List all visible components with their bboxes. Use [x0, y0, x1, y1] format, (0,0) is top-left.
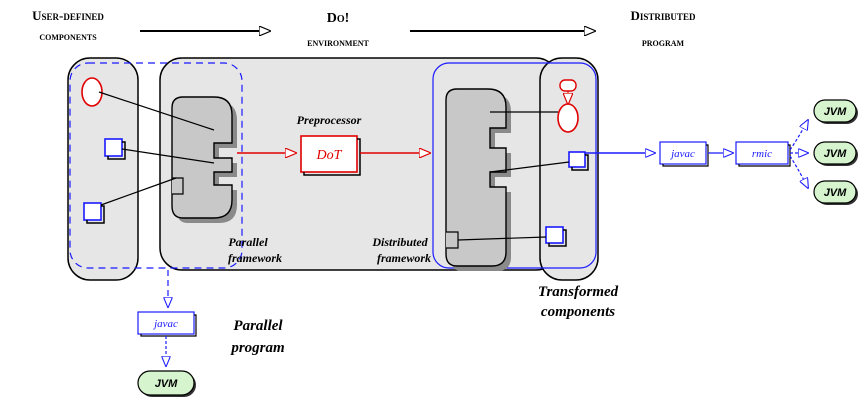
rmic-box	[735, 141, 789, 165]
header-user-defined-line2: components	[39, 29, 97, 43]
connector-active-to-framework	[98, 91, 215, 131]
connector-object1-to-framework	[121, 148, 215, 164]
javac-right-label: javac	[669, 148, 695, 160]
header-distributed-line2: program	[642, 35, 685, 49]
connector-object2-to-framework	[100, 177, 177, 206]
jvm-label-bottom: JVM	[155, 378, 178, 390]
user-component-active-object	[81, 77, 103, 107]
header-do-environment: Do! environment	[307, 11, 369, 49]
transformed-object-1	[568, 151, 586, 168]
jvm-node-3: JVM	[813, 180, 858, 205]
rmic-label: rmic	[752, 148, 772, 160]
jvm-node-1: JVM	[813, 99, 858, 124]
transformed-object-2	[545, 226, 564, 244]
javac-right-box	[659, 141, 707, 165]
javac-bottom-box	[137, 311, 195, 335]
user-component-object-2	[83, 202, 102, 221]
parallel-program-label-line2: program	[229, 340, 284, 356]
parallel-framework-label-line2: framework	[228, 251, 282, 265]
parallel-framework-label-line1: Parallel	[228, 235, 268, 249]
header-user-defined-line1: User-defined	[32, 8, 104, 23]
jvm-node-bottom: JVM	[137, 370, 196, 397]
distributed-framework-shape	[445, 88, 511, 271]
header-do-line2: environment	[307, 35, 369, 49]
arrow-to-jvm-1	[789, 120, 808, 151]
preprocessor-label: Preprocessor	[297, 113, 362, 127]
user-components-box	[67, 57, 139, 281]
transformed-components-box	[539, 57, 599, 281]
transformed-components-label-line1: Transformed	[538, 284, 619, 300]
distributed-framework-label-line2: framework	[377, 251, 431, 265]
transformed-components-label-line2: components	[541, 304, 615, 320]
javac-bottom-label: javac	[152, 318, 178, 330]
header-distributed-line1: Distributed	[631, 8, 696, 23]
jvm-label-1: JVM	[824, 106, 847, 118]
arrow-to-jvm-3	[789, 155, 808, 188]
connector-framework-to-object1	[489, 161, 570, 173]
jvm-node-2: JVM	[813, 141, 858, 166]
dot-label: DoT	[316, 148, 343, 163]
connector-framework-to-object2	[457, 236, 547, 241]
distributed-program-boundary	[432, 62, 597, 269]
dot-preprocessor-box	[300, 135, 358, 173]
parallel-program-label-line1: Parallel	[233, 318, 283, 334]
parallel-framework-shape	[171, 96, 237, 223]
distributed-framework-label-line1: Distributed	[371, 235, 428, 249]
header-distributed-program: Distributed program	[631, 8, 696, 49]
transformed-active-object	[557, 79, 579, 133]
user-component-object-1	[104, 138, 123, 157]
header-user-defined-components: User-defined components	[32, 8, 104, 43]
jvm-label-3: JVM	[824, 187, 847, 199]
header-do-line1: Do!	[327, 11, 350, 26]
jvm-label-2: JVM	[824, 148, 847, 160]
